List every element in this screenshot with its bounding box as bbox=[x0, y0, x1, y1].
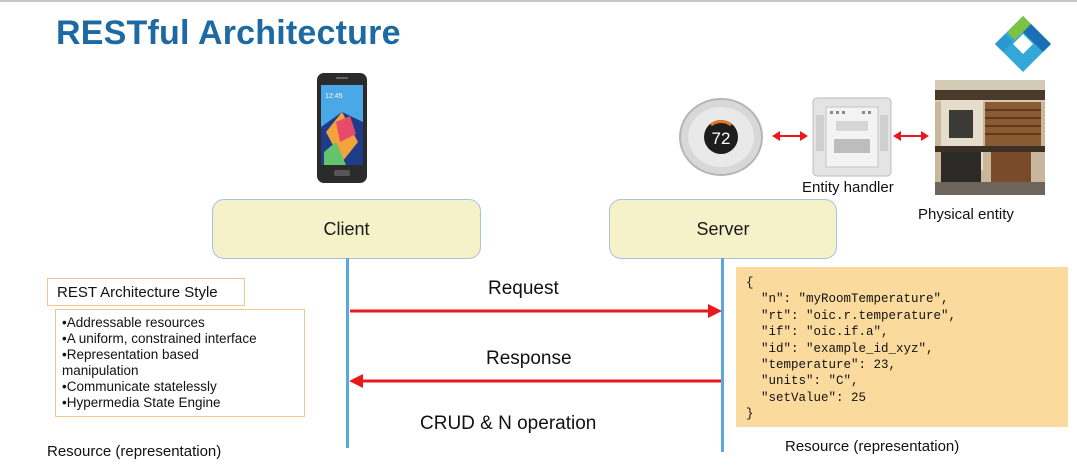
list-item: manipulation bbox=[62, 363, 139, 378]
response-arrow bbox=[349, 374, 721, 388]
list-item: •Communicate statelessly bbox=[62, 379, 217, 394]
list-item: •Representation based bbox=[62, 347, 199, 362]
json-line: "if": "oic.if.a", bbox=[746, 325, 889, 340]
list-item: •Hypermedia State Engine bbox=[62, 395, 221, 410]
server-label: Server bbox=[696, 218, 750, 239]
json-line: "id": "example_id_xyz", bbox=[746, 341, 934, 356]
client-label: Client bbox=[323, 218, 370, 239]
json-line: } bbox=[746, 407, 754, 422]
json-line: "units": "C", bbox=[746, 374, 859, 389]
json-line: "setValue": 25 bbox=[746, 390, 867, 405]
physical-entity-label: Physical entity bbox=[918, 206, 1014, 223]
response-label: Response bbox=[486, 348, 572, 369]
double-arrow-icon bbox=[893, 131, 929, 141]
json-line: "rt": "oic.r.temperature", bbox=[746, 308, 957, 323]
json-line: "n": "myRoomTemperature", bbox=[746, 292, 949, 307]
rest-style-title-box: REST Architecture Style bbox=[47, 278, 245, 306]
smartphone-image: 12:45 bbox=[317, 73, 367, 183]
server-lifeline bbox=[721, 258, 724, 452]
client-resource-label: Resource (representation) bbox=[47, 443, 222, 460]
list-item: •A uniform, constrained interface bbox=[62, 331, 257, 346]
client-lifeline bbox=[346, 258, 349, 448]
top-divider bbox=[0, 0, 1077, 2]
svg-text:12:45: 12:45 bbox=[325, 93, 343, 100]
json-representation: { "n": "myRoomTemperature", "rt": "oic.r… bbox=[736, 267, 1068, 427]
double-arrow-icon bbox=[772, 131, 808, 141]
thermostat-image: 72 bbox=[679, 98, 763, 176]
house-image bbox=[935, 80, 1045, 195]
json-line: "temperature": 23, bbox=[746, 358, 897, 373]
entity-handler-image bbox=[812, 97, 892, 177]
page-title: RESTful Architecture bbox=[56, 14, 401, 52]
ocf-logo bbox=[995, 16, 1051, 72]
request-arrow bbox=[350, 304, 722, 318]
client-box: Client bbox=[212, 199, 481, 259]
request-label: Request bbox=[488, 278, 559, 299]
thermostat-reading: 72 bbox=[712, 129, 731, 148]
rest-style-list: •Addressable resources •A uniform, const… bbox=[55, 309, 305, 417]
crud-operation-label: CRUD & N operation bbox=[420, 413, 597, 434]
json-line: { bbox=[746, 276, 754, 290]
server-resource-label: Resource (representation) bbox=[785, 438, 960, 455]
list-item: •Addressable resources bbox=[62, 315, 205, 330]
rest-style-title: REST Architecture Style bbox=[57, 283, 218, 301]
entity-handler-label: Entity handler bbox=[802, 179, 894, 196]
server-box: Server bbox=[609, 199, 837, 259]
